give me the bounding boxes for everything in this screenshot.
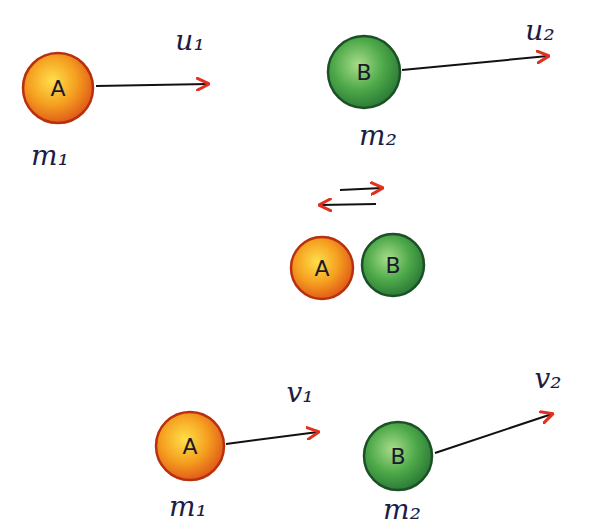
ball-letter: A <box>154 410 226 482</box>
ball: A <box>154 410 226 482</box>
ball-letter: B <box>360 232 426 298</box>
quantity-label: u₁ <box>175 24 204 57</box>
quantity-label: v₂ <box>534 362 561 395</box>
ball-letter: A <box>21 51 95 125</box>
quantity-label: m₁ <box>31 139 69 172</box>
velocity-arrow <box>435 414 552 453</box>
force-arrow <box>340 188 382 190</box>
velocity-arrow <box>96 84 208 86</box>
velocity-arrow <box>226 432 318 444</box>
ball-letter: B <box>326 34 402 110</box>
ball: A <box>289 235 355 301</box>
ball: A <box>21 51 95 125</box>
ball: B <box>362 420 434 492</box>
quantity-label: m₁ <box>169 490 207 523</box>
velocity-arrow <box>402 56 548 70</box>
ball: B <box>360 232 426 298</box>
ball-letter: B <box>362 420 434 492</box>
quantity-label: u₂ <box>525 14 554 47</box>
force-arrow <box>320 204 376 205</box>
quantity-label: m₂ <box>383 492 421 525</box>
quantity-label: v₁ <box>286 376 313 409</box>
ball: B <box>326 34 402 110</box>
quantity-label: m₂ <box>359 119 397 152</box>
ball-letter: A <box>289 235 355 301</box>
